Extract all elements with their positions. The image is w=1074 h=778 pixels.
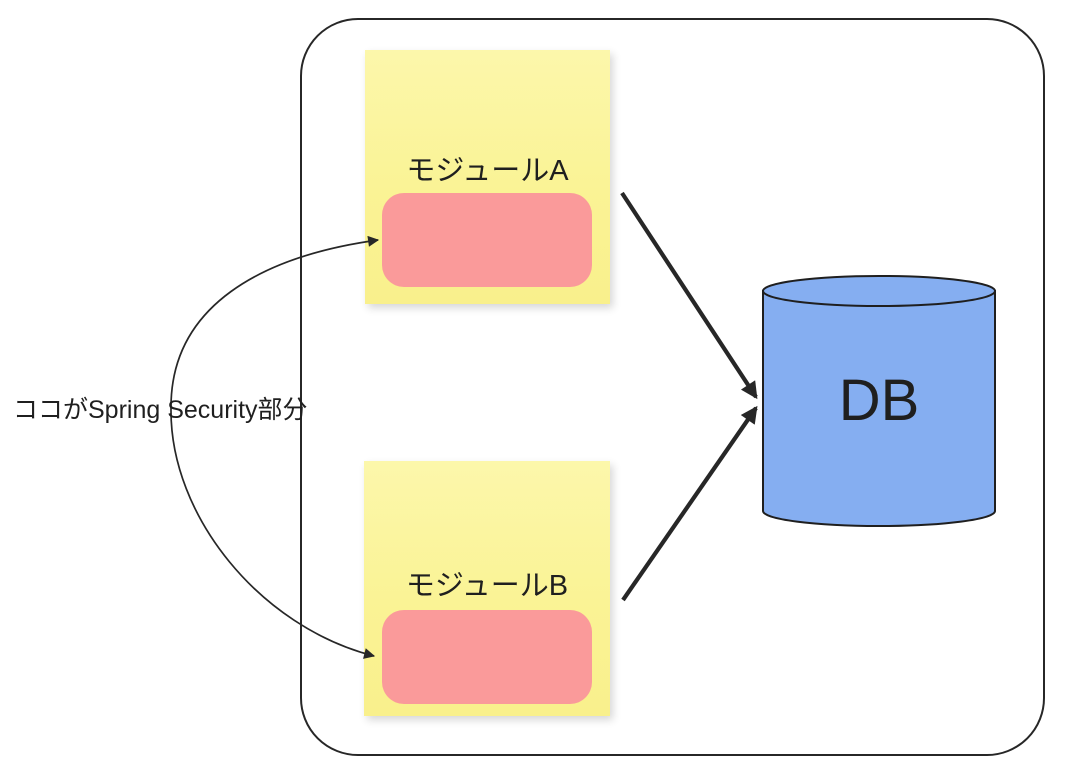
module-a-label: モジュールA [406, 155, 569, 187]
module-b-note: モジュールB [364, 461, 610, 716]
module-b-security-box [382, 610, 592, 704]
module-b-label: モジュールB [405, 570, 569, 602]
annotation-text: ココがSpring Security部分 [13, 396, 308, 424]
module-a-security-box [382, 193, 592, 287]
db-label: DB [838, 367, 920, 433]
module-a-note: モジュールA [365, 50, 610, 304]
